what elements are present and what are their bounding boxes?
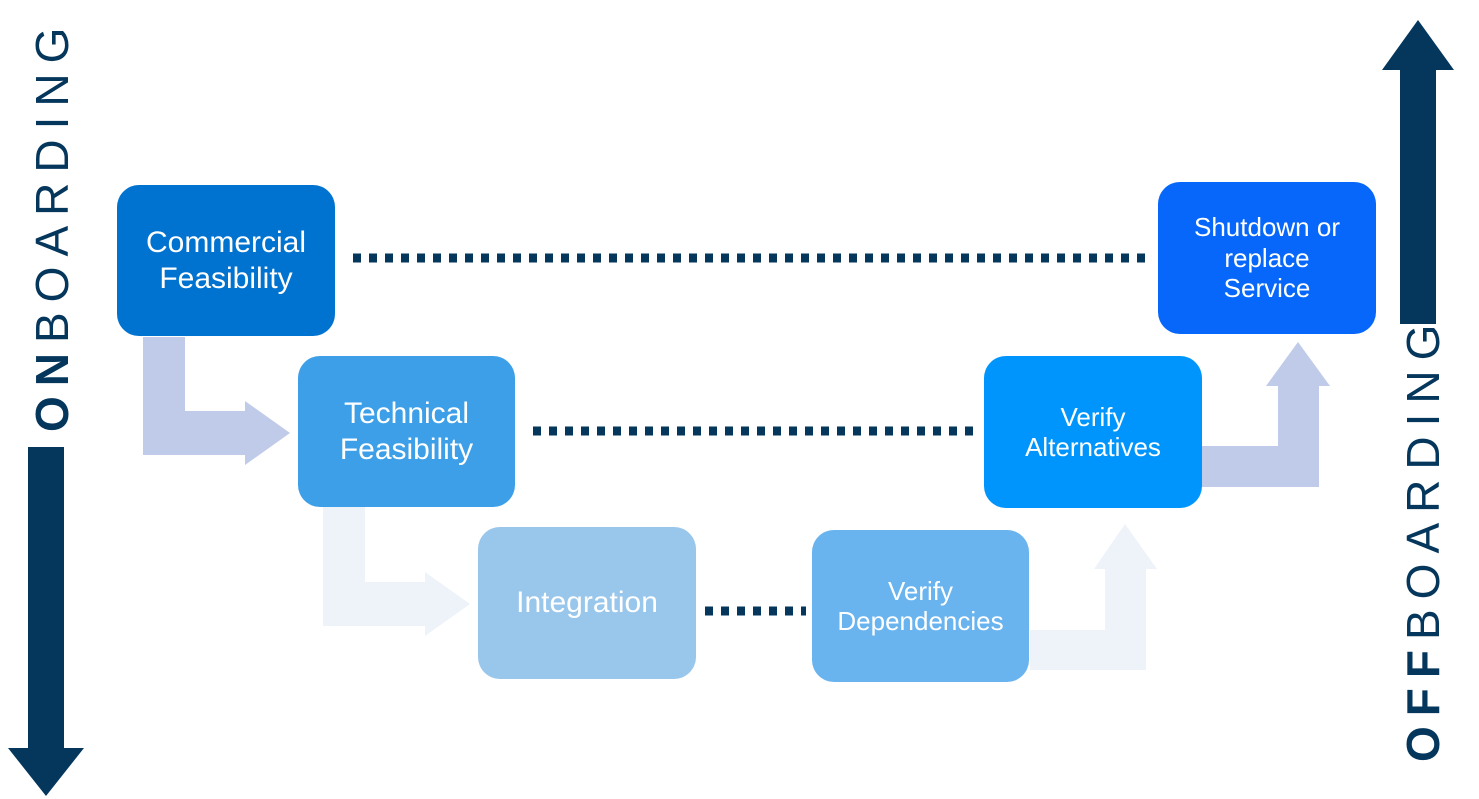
step-technical-feasibility: Technical Feasibility [298, 356, 515, 507]
flow-arrow-commercial-to-technical [143, 337, 290, 465]
step-verify-dependencies: Verify Dependencies [812, 530, 1029, 682]
offboarding-arrow [1382, 20, 1454, 324]
step-verify-alternatives: Verify Alternatives [984, 356, 1202, 508]
flow-arrow-alternatives-to-shutdown [1200, 342, 1330, 487]
step-shutdown-or-replace: Shutdown or replace Service [1158, 182, 1376, 334]
onboarding-arrow [8, 447, 84, 796]
onboarding-label: ONBOARDING [25, 18, 79, 432]
offboarding-label-rest: BOARDING [1397, 314, 1449, 641]
step-technical-feasibility-label: Technical Feasibility [339, 397, 474, 466]
step-commercial-feasibility: Commercial Feasibility [117, 185, 335, 336]
step-verify-dependencies-label: Verify Dependencies [837, 575, 1004, 636]
flow-arrow-dependencies-to-alternatives [1030, 524, 1157, 670]
step-verify-alternatives-label: Verify Alternatives [1025, 401, 1161, 462]
step-integration: Integration [478, 527, 696, 679]
offboarding-label-bold: OFF [1397, 640, 1449, 762]
offboarding-label: OFFBOARDING [1396, 315, 1450, 762]
step-shutdown-or-replace-label: Shutdown or replace Service [1194, 212, 1340, 304]
step-integration-label: Integration [516, 586, 658, 620]
onboarding-label-bold: ON [26, 343, 78, 432]
flow-arrow-technical-to-integration [323, 507, 470, 636]
onboarding-label-rest: BOARDING [26, 17, 78, 343]
step-commercial-feasibility-label: Commercial Feasibility [145, 226, 307, 295]
